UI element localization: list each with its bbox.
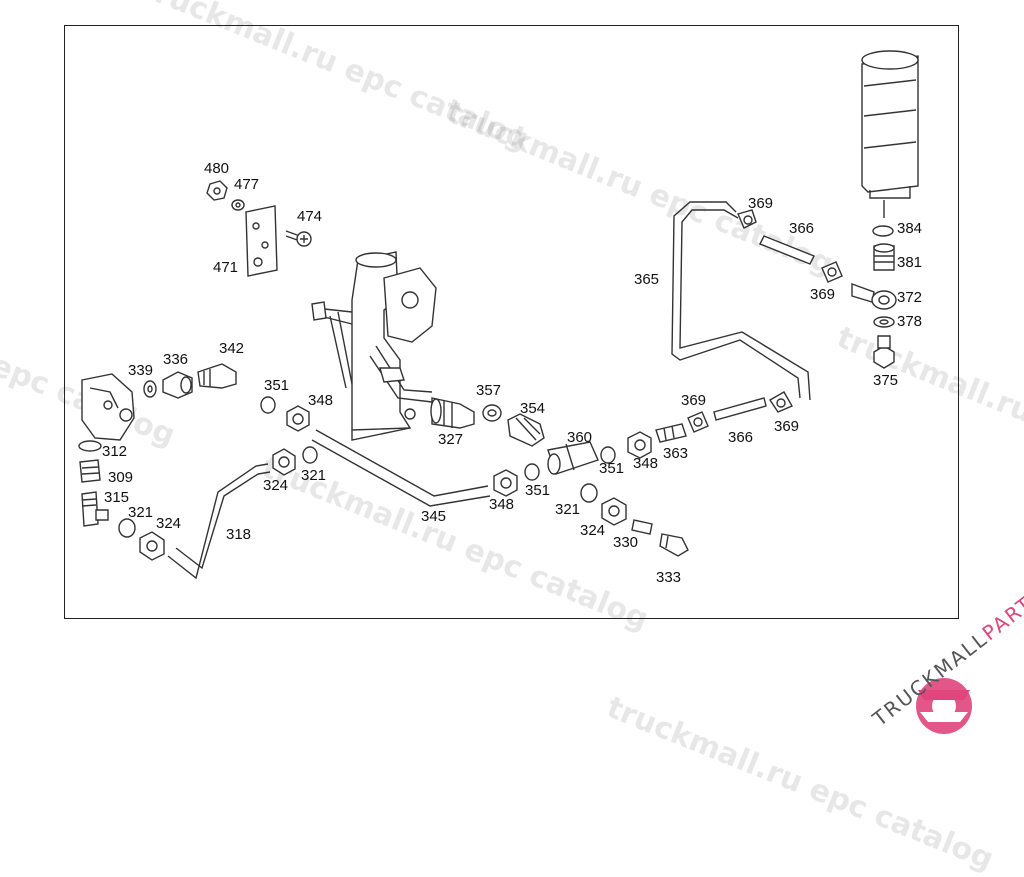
bolt-474 [285,230,312,247]
part-label-321: 321 [128,504,154,521]
sleeve-321c [580,483,598,503]
part-label-365: 365 [634,271,660,288]
diagram-frame [64,25,959,619]
washer-477 [231,199,245,211]
part-label-333: 333 [656,569,682,586]
elbow-342 [197,363,237,389]
washer-378 [873,316,895,328]
part-label-369: 369 [681,392,707,409]
plug-330 [631,519,653,535]
part-label-351: 351 [525,482,551,499]
part-label-354: 354 [520,400,546,417]
fitting-336 [162,371,193,399]
part-label-474: 474 [297,208,323,225]
truckmall-logo: TRUCKMALLPARTS [850,582,1024,740]
part-label-348: 348 [633,455,659,472]
clamp-369b [821,261,843,283]
fitting-354 [507,413,545,447]
nut-348a [286,405,310,432]
part-label-339: 339 [128,362,154,379]
part-label-321: 321 [301,467,327,484]
part-label-318: 318 [226,526,252,543]
part-label-477: 477 [234,176,260,193]
sleeve-351a [260,396,276,414]
part-label-381: 381 [897,254,923,271]
connector-363 [655,423,687,443]
part-label-366: 366 [728,429,754,446]
nut-348b [493,469,518,497]
part-label-351: 351 [599,460,625,477]
part-label-366: 366 [789,220,815,237]
part-label-342: 342 [219,340,245,357]
banjo-372 [851,283,897,310]
washer-384 [872,225,894,237]
bracket-plate [245,205,278,277]
truckmall-logo-gear [916,678,972,734]
pipe-318 [167,463,271,580]
part-label-357: 357 [476,382,502,399]
part-label-363: 363 [663,445,689,462]
part-label-324: 324 [156,515,182,532]
clamp-369 [737,209,757,229]
nut-324b [272,448,296,476]
washer-339 [143,380,157,398]
part-label-324: 324 [263,477,289,494]
part-label-384: 384 [897,220,923,237]
tube-366b [713,397,767,421]
part-label-345: 345 [421,508,447,525]
nut-324c [601,497,627,526]
tube-366a [759,235,815,265]
nut-348c [627,431,652,459]
tee-360 [547,441,599,475]
washer-312 [78,440,102,452]
part-label-378: 378 [897,313,923,330]
diagram-drawing [78,50,972,734]
part-label-369: 369 [748,195,774,212]
part-label-315: 315 [104,489,130,506]
pipe-345 [311,429,491,507]
clamp-369d [769,391,793,413]
part-label-375: 375 [873,372,899,389]
nut-480 [206,180,228,201]
sleeve-321a [118,518,136,538]
oil-reservoir [861,50,919,218]
washer-357 [482,404,502,422]
hose-365 [671,201,811,401]
part-label-348: 348 [308,392,334,409]
part-label-471: 471 [213,259,239,276]
part-label-321: 321 [555,501,581,518]
connector-315 [81,491,109,527]
fitting-381 [873,243,895,271]
part-label-369: 369 [810,286,836,303]
part-label-327: 327 [438,431,464,448]
part-label-312: 312 [102,443,128,460]
part-label-480: 480 [204,160,230,177]
steering-gear [311,251,437,441]
part-label-360: 360 [567,429,593,446]
nut-324a [139,531,165,561]
sleeve-351c [600,446,616,464]
part-label-336: 336 [163,351,189,368]
sleeve-351b [524,463,540,481]
part-label-369: 369 [774,418,800,435]
clamp-369c [687,411,709,433]
part-label-324: 324 [580,522,606,539]
part-label-348: 348 [489,496,515,513]
part-label-330: 330 [613,534,639,551]
fitting-309 [79,459,101,483]
banjo-327 [430,397,475,429]
cap-333 [659,533,689,557]
part-label-372: 372 [897,289,923,306]
sleeve-321b [302,446,318,464]
part-label-351: 351 [264,377,290,394]
valve-block [81,373,135,441]
part-label-309: 309 [108,469,134,486]
bolt-375 [873,335,895,369]
